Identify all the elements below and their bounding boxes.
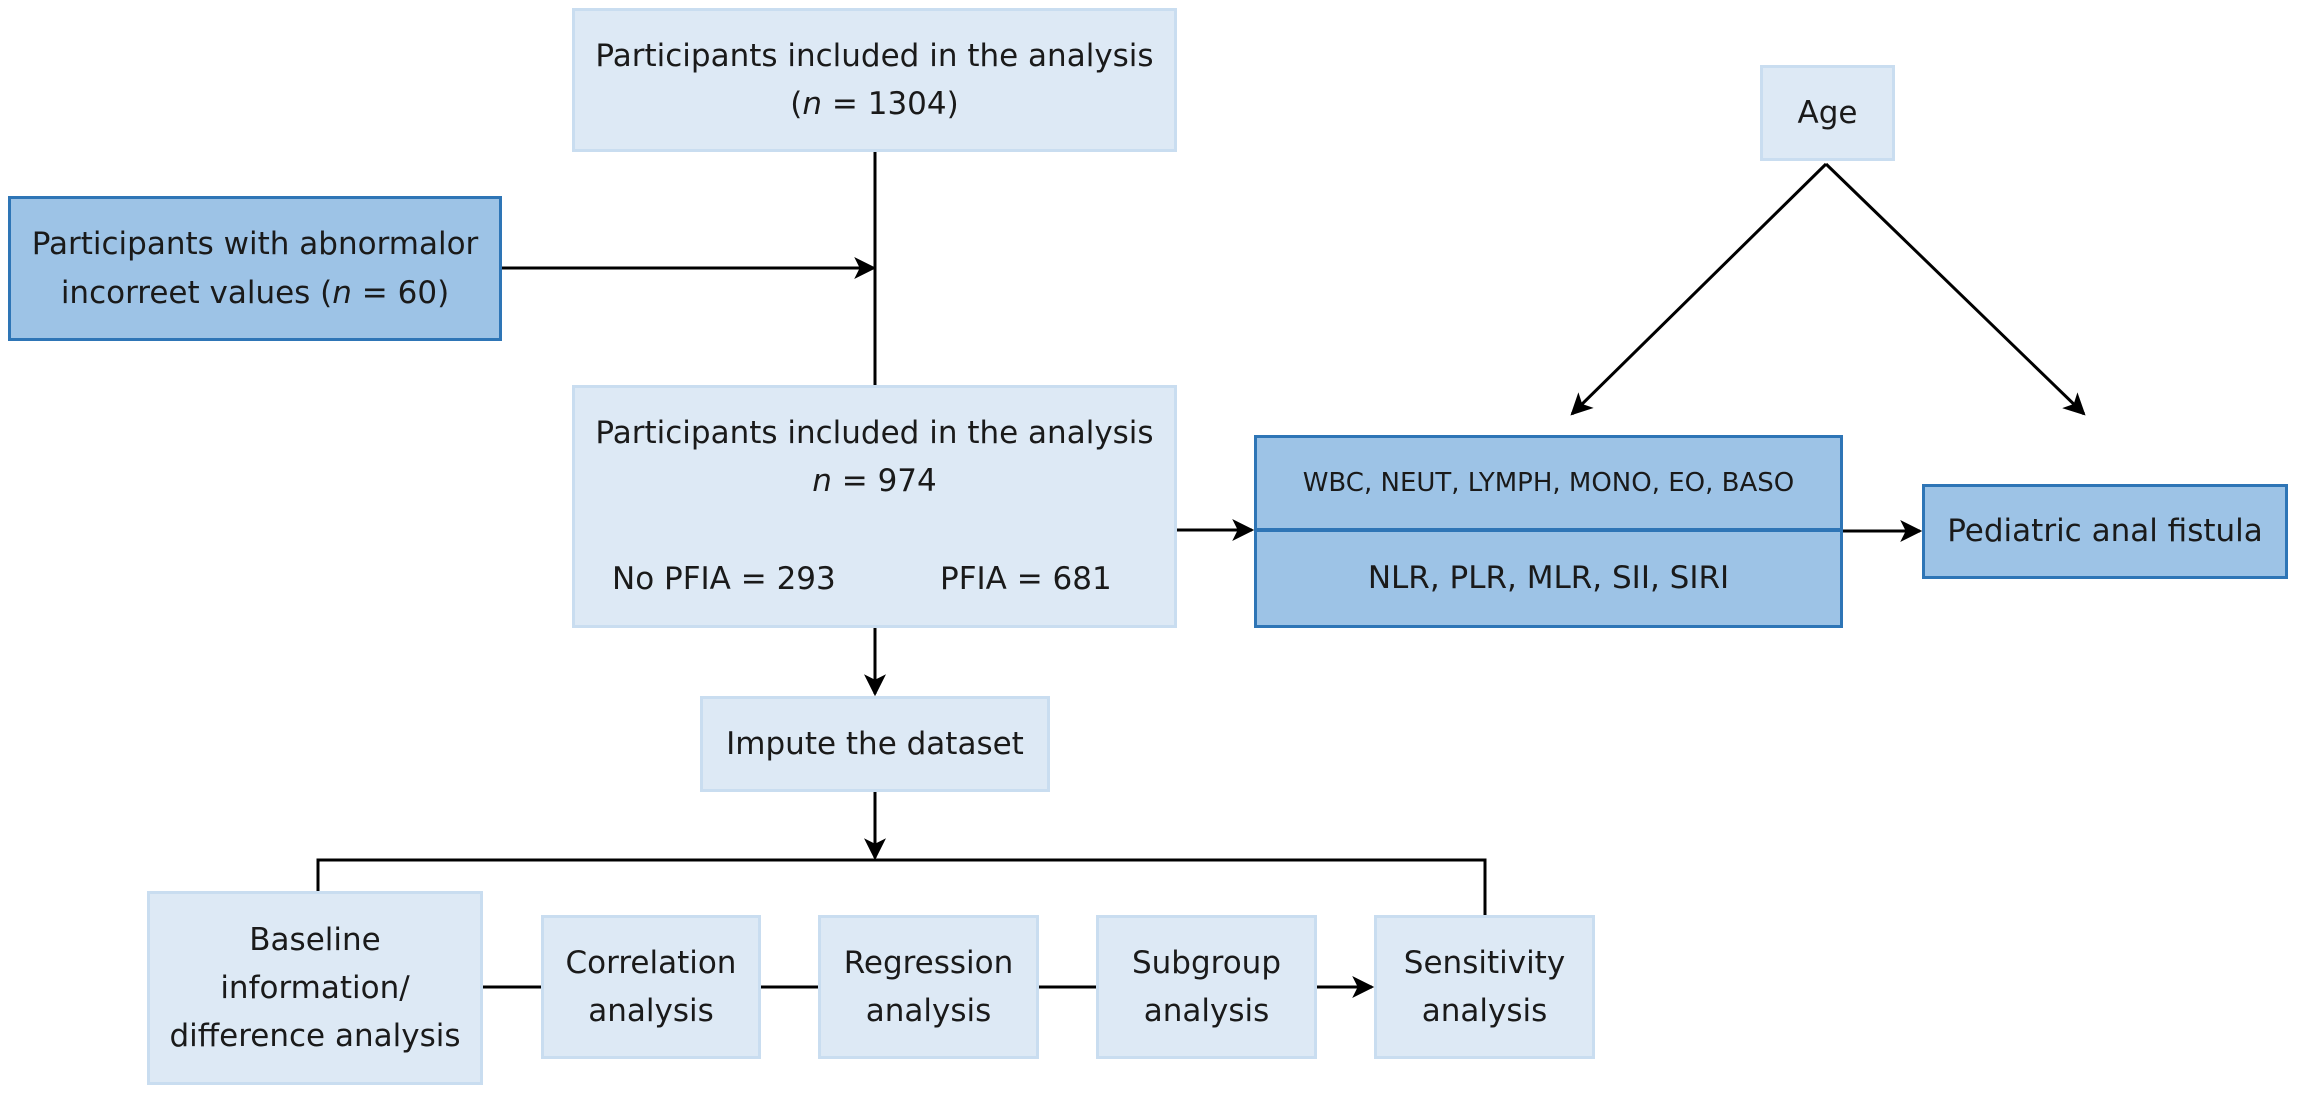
- impute-box: Impute the dataset: [700, 696, 1050, 792]
- included-mid-box: Participants included in the analysis n …: [572, 385, 1177, 628]
- arrow-age-to-outcome: [1824, 162, 2086, 416]
- regression-line-1: Regression: [843, 944, 1014, 981]
- markers-row-ratios: NLR, PLR, MLR, SII, SIRI: [1257, 532, 1840, 625]
- excluded-count-prefix: incorreet values (: [60, 274, 333, 311]
- baseline-line-1: Baseline: [249, 921, 381, 958]
- included-top-count: (n = 1304): [790, 80, 958, 128]
- correlation-line-1: Correlation: [565, 944, 737, 981]
- included-mid-n-symbol: n: [812, 463, 832, 500]
- baseline-analysis-box: Baseline information/ difference analysi…: [147, 891, 483, 1085]
- subgroup-line-1: Subgroup: [1131, 944, 1282, 981]
- markers-counts-label: WBC, NEUT, LYMPH, MONO, EO, BASO: [1302, 467, 1795, 498]
- included-top-title: Participants included in the analysis: [595, 37, 1154, 74]
- correlation-analysis-box: Correlation analysis: [541, 915, 761, 1059]
- included-top-count-open: (: [790, 86, 803, 122]
- included-mid-count-value: = 974: [831, 463, 937, 500]
- markers-ratios-label: NLR, PLR, MLR, SII, SIRI: [1367, 560, 1730, 597]
- included-mid-count: n = 974: [812, 457, 937, 505]
- impute-label: Impute the dataset: [726, 725, 1024, 762]
- subgroup-line-2: analysis: [1143, 993, 1270, 1029]
- excluded-box: Participants with abnormalor incorreet v…: [8, 196, 502, 341]
- no-pfia-label: No PFIA = 293: [612, 561, 836, 597]
- regression-line-2: analysis: [865, 993, 992, 1029]
- excluded-n-symbol: n: [332, 274, 352, 311]
- pfia-label: PFIA = 681: [940, 561, 1112, 597]
- analyses-bracket: [316, 858, 1487, 915]
- baseline-line-2: information/: [220, 969, 410, 1006]
- subgroup-analysis-box: Subgroup analysis: [1096, 915, 1317, 1059]
- correlation-line-2: analysis: [588, 993, 714, 1029]
- included-top-box: Participants included in the analysis (n…: [572, 8, 1177, 152]
- sensitivity-line-1: Sensitivity: [1403, 944, 1566, 981]
- excluded-count: incorreet values (n = 60): [61, 269, 449, 317]
- excluded-title: Participants with abnormalor: [31, 226, 479, 263]
- excluded-count-value: = 60): [351, 274, 450, 311]
- regression-analysis-box: Regression analysis: [818, 915, 1039, 1059]
- outcome-box: Pediatric anal fistula: [1922, 484, 2288, 579]
- outcome-label: Pediatric anal fistula: [1947, 513, 2263, 550]
- markers-box: WBC, NEUT, LYMPH, MONO, EO, BASO NLR, PL…: [1254, 435, 1843, 628]
- included-mid-title: Participants included in the analysis: [595, 415, 1154, 451]
- markers-row-counts: WBC, NEUT, LYMPH, MONO, EO, BASO: [1257, 438, 1840, 532]
- age-label: Age: [1797, 94, 1858, 131]
- baseline-line-3: difference analysis: [169, 1018, 461, 1055]
- included-top-count-value: = 1304): [822, 86, 959, 122]
- arrow-age-to-markers: [1570, 162, 1828, 416]
- sensitivity-line-2: analysis: [1421, 993, 1548, 1029]
- sensitivity-analysis-box: Sensitivity analysis: [1374, 915, 1595, 1059]
- included-top-n-symbol: n: [802, 86, 823, 122]
- age-box: Age: [1760, 65, 1895, 161]
